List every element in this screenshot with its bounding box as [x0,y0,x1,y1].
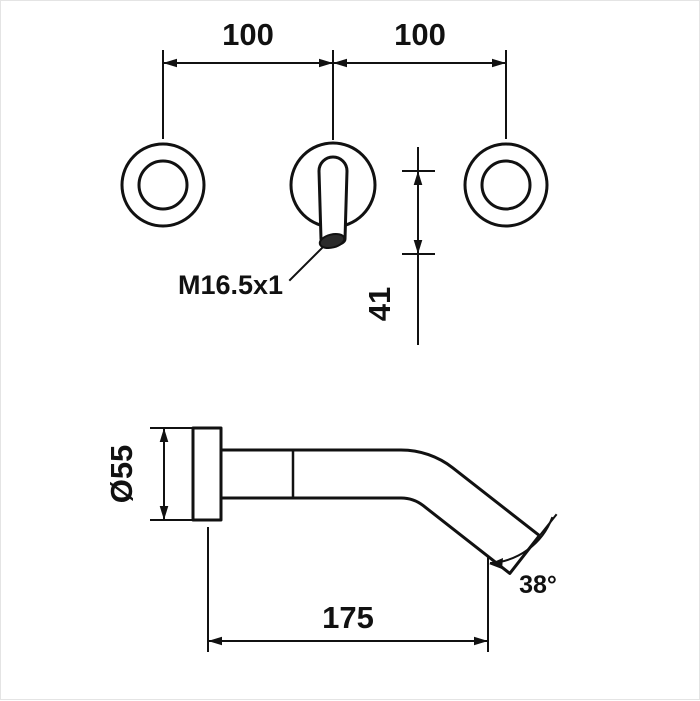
arrowhead-center-right-icon [333,58,347,68]
arrowhead-41-up-icon [413,171,423,185]
arrowhead-175-left-icon [208,636,222,646]
arrowhead-right-icon [492,58,506,68]
side-view: Ø55 38° 175 [104,426,558,652]
right-handle-inner-ring [480,159,532,211]
thread-leader-line [288,246,324,282]
angle-arc-arrowhead-icon [489,558,503,569]
arrowhead-41-down-icon [413,240,423,254]
spout-top-view [317,155,349,247]
dim-label-diameter-55: Ø55 [104,445,139,504]
arrowhead-center-left-icon [319,58,333,68]
arrowhead-d55-up-icon [159,428,169,442]
faucet-body-side [219,448,541,575]
top-view: 100 100 M16.5x1 41 [120,17,549,345]
left-handle-inner-ring [137,159,189,211]
arrowhead-left-icon [163,58,177,68]
thread-label: M16.5x1 [178,270,283,300]
wall-flange [191,426,223,522]
aerator-tip [318,233,346,249]
angle-label-38: 38° [519,571,557,599]
dim-label-175: 175 [322,600,374,635]
dim-label-spacing-right: 100 [394,17,446,52]
arrowhead-175-right-icon [474,636,488,646]
dim-label-41: 41 [362,287,397,321]
arrowhead-d55-down-icon [159,506,169,520]
dim-label-spacing-left: 100 [222,17,274,52]
